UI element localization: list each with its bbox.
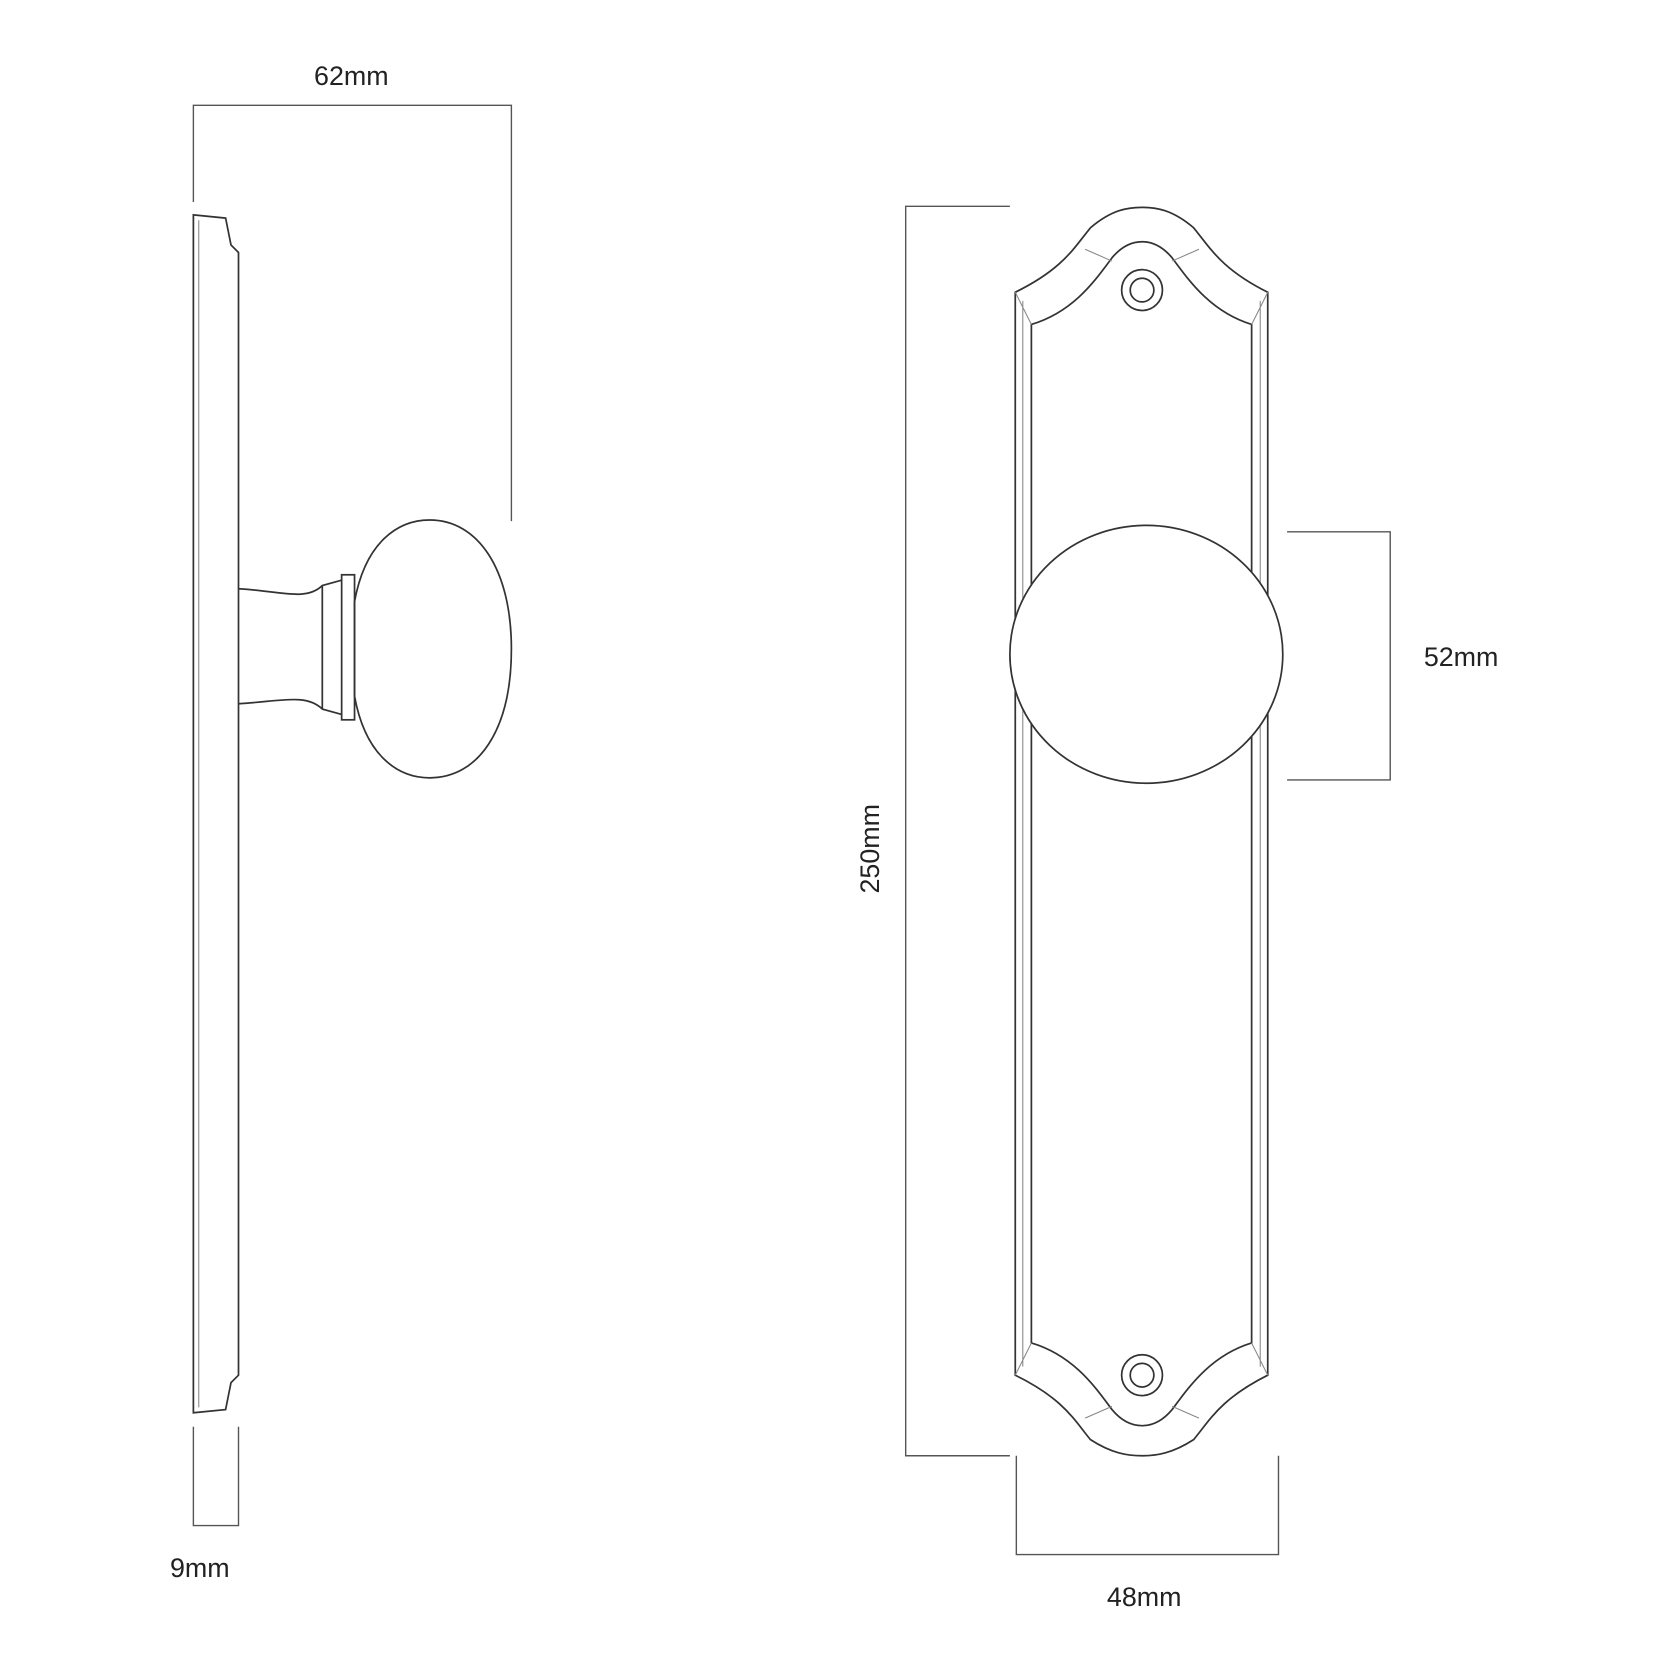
dimension-label-9mm: 9mm xyxy=(170,1553,230,1583)
front-backplate-outline xyxy=(1014,206,1269,1457)
dimension-62mm: 62mm xyxy=(192,61,513,522)
side-backplate xyxy=(192,213,240,1414)
dimension-label-62mm: 62mm xyxy=(314,61,389,91)
side-knob-neck xyxy=(238,579,342,716)
screw-hole-top xyxy=(1120,268,1164,312)
dimension-label-52mm: 52mm xyxy=(1424,642,1499,672)
dimension-9mm: 9mm xyxy=(170,1426,240,1583)
front-view xyxy=(1009,206,1284,1457)
side-knob-collar xyxy=(340,573,356,721)
dimension-48mm: 48mm xyxy=(1015,1455,1280,1612)
screw-hole-bottom xyxy=(1120,1353,1164,1397)
dimension-52mm: 52mm xyxy=(1287,531,1499,781)
dimension-label-250mm: 250mm xyxy=(855,804,885,894)
side-knob-ball xyxy=(353,519,513,779)
dimension-label-48mm: 48mm xyxy=(1107,1582,1182,1612)
side-view xyxy=(192,213,513,1414)
bevel-corner-lines xyxy=(1014,248,1269,1419)
dimension-250mm: 250mm xyxy=(855,205,1010,1457)
front-backplate-bevel xyxy=(1030,240,1253,1427)
front-knob xyxy=(1009,524,1284,785)
